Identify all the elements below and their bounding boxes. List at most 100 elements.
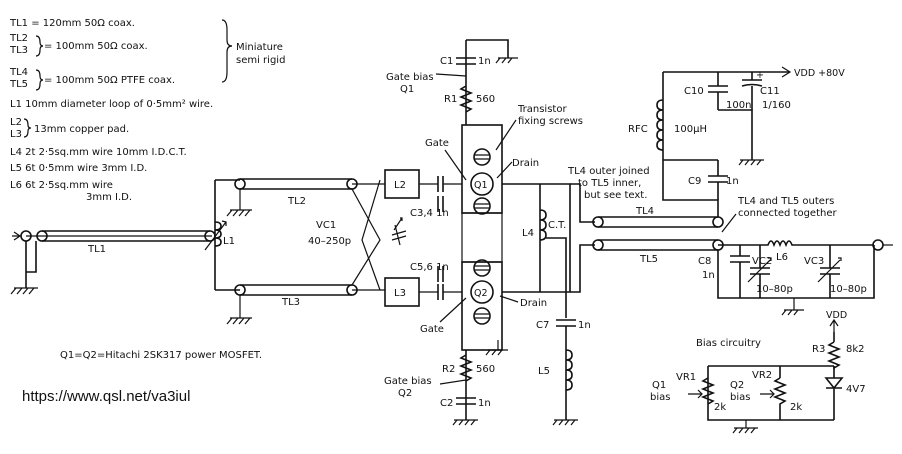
legend-tl3: TL3 bbox=[9, 45, 28, 56]
label-c1: C1 bbox=[440, 56, 453, 67]
drain-bus bbox=[502, 183, 571, 293]
label-vr1-bias: bias bbox=[650, 392, 670, 403]
label-c56: C5,6 1n bbox=[410, 262, 449, 273]
ground-symbol-tl2 bbox=[226, 209, 252, 217]
label-fixing-2: fixing screws bbox=[518, 116, 583, 127]
legend-tl1: TL1 = 120mm 50Ω coax. bbox=[9, 18, 135, 29]
label-q1: Q1 bbox=[474, 180, 488, 191]
legend-mini-2: semi rigid bbox=[236, 55, 285, 66]
gate-bias-q2: R2 560 C2 1n Gate bias Q2 bbox=[384, 340, 508, 426]
vdd-arrow bbox=[781, 66, 792, 78]
label-c2-value: 1n bbox=[478, 398, 491, 409]
tl3-line: TL3 bbox=[226, 284, 385, 325]
label-vdd-bias: VDD bbox=[826, 310, 847, 321]
q1-screw-bottom-slot bbox=[474, 203, 490, 209]
ground-symbol-l5 bbox=[552, 419, 578, 426]
drain-network: L4 C.T. C7 1n L5 bbox=[502, 183, 591, 426]
label-tl4: TL4 bbox=[635, 206, 654, 217]
label-gate-bias-q2: Gate bias bbox=[384, 376, 432, 387]
label-tl4-note-2: to TL5 inner, bbox=[578, 178, 641, 189]
bias-circuitry: Bias circuitry VDD R3 8k2 4V7 VR1 Q1 bia… bbox=[650, 310, 866, 434]
label-tl2: TL2 bbox=[287, 196, 306, 207]
input-caps: C3,4 1n C5,6 1n bbox=[410, 176, 462, 300]
label-vr2-bias: bias bbox=[730, 392, 750, 403]
vc1-capacitor: VC1 40–250p bbox=[308, 179, 407, 291]
vr2-symbol bbox=[772, 366, 788, 420]
bias-bottom-rail bbox=[707, 366, 834, 421]
ground-symbol-c11 bbox=[738, 159, 764, 166]
label-outers-2: connected together bbox=[738, 208, 837, 219]
legend-l2: L2 bbox=[10, 117, 22, 128]
drain-q2-pointer bbox=[499, 295, 519, 303]
label-c9: C9 bbox=[688, 176, 701, 187]
brace-miniature bbox=[221, 19, 233, 83]
c4-symbol bbox=[437, 196, 444, 212]
tl2-line: TL2 bbox=[226, 178, 385, 217]
label-vr1: VR1 bbox=[676, 372, 696, 383]
l5-coil bbox=[565, 349, 573, 391]
brace-l23 bbox=[23, 118, 32, 138]
q2-body bbox=[470, 280, 494, 304]
label-c11: C11 bbox=[760, 86, 780, 97]
label-l6: L6 bbox=[776, 252, 788, 263]
legend-l6a: L6 6t 2·5sq.mm wire bbox=[10, 180, 113, 191]
drain-q1-pointer bbox=[496, 161, 513, 179]
legend-tl45-desc: = 100mm 50Ω PTFE coax. bbox=[44, 75, 175, 86]
label-tl5: TL5 bbox=[639, 254, 658, 265]
gate-q1-pointer bbox=[444, 149, 467, 181]
c6-symbol bbox=[437, 266, 444, 282]
legend-tl23-desc: = 100mm 50Ω coax. bbox=[44, 41, 148, 52]
source-url: https://www.qsl.net/va3iul bbox=[22, 388, 190, 405]
l6-coil bbox=[760, 240, 820, 248]
label-c7-value: 1n bbox=[578, 320, 591, 331]
vc2-symbol bbox=[750, 245, 770, 298]
label-c1-value: 1n bbox=[478, 56, 491, 67]
ground-symbol-bias bbox=[732, 420, 758, 434]
ground-symbol-output bbox=[781, 298, 804, 316]
crossover-wire-b bbox=[361, 179, 381, 291]
label-gate-q2: Gate bbox=[420, 324, 444, 335]
gate-bias-q1: C1 1n R1 560 Gate bias Q1 bbox=[386, 39, 518, 125]
vc2-arrow bbox=[747, 257, 772, 283]
q1-flange bbox=[461, 124, 503, 214]
output-balun: TL4 TL5 TL4 outer joined to TL5 inner, b… bbox=[567, 166, 837, 293]
label-drain-q2: Drain bbox=[520, 298, 547, 309]
label-vc2: VC2 bbox=[752, 256, 772, 267]
label-vr1-q: Q1 bbox=[652, 380, 666, 391]
transistor-frame: Q1 Q2 Gate Drain Gate Drain Transistor f… bbox=[420, 104, 583, 351]
legend-tl5: TL5 bbox=[9, 79, 28, 90]
label-l5: L5 bbox=[538, 366, 550, 377]
q1-body bbox=[470, 172, 494, 196]
c7-symbol bbox=[556, 319, 576, 327]
vr1-wiper bbox=[688, 389, 703, 399]
q2-screw-top-slot bbox=[474, 265, 490, 271]
ground-symbol-input bbox=[10, 287, 38, 295]
label-vc2-value: 10–80p bbox=[756, 284, 793, 295]
vc3-arrow bbox=[817, 257, 842, 283]
label-outers-1: TL4 and TL5 outers bbox=[737, 196, 834, 207]
label-drain-q1: Drain bbox=[512, 158, 539, 169]
label-r2-value: 560 bbox=[476, 364, 495, 375]
q2-screw-top bbox=[473, 259, 491, 277]
label-r3: R3 bbox=[812, 344, 825, 355]
vdd-bias-arrow bbox=[829, 318, 839, 332]
rfc-wire bbox=[662, 72, 719, 217]
label-ct: C.T. bbox=[548, 220, 566, 231]
label-c11-value: 1/160 bbox=[762, 100, 791, 111]
label-vc3-value: 10–80p bbox=[830, 284, 867, 295]
outers-pointer bbox=[721, 213, 737, 233]
label-vr2-value: 2k bbox=[790, 402, 802, 413]
vc1-symbol bbox=[391, 217, 407, 246]
c1-gnd-lead bbox=[466, 39, 509, 58]
transistor-note: Q1=Q2=Hitachi 2SK317 power MOSFET. bbox=[60, 350, 262, 361]
label-rfc: RFC bbox=[628, 124, 648, 135]
zener-symbol bbox=[824, 366, 844, 420]
label-r1-value: 560 bbox=[476, 94, 495, 105]
label-vr2: VR2 bbox=[752, 370, 772, 381]
q2-screw-bottom bbox=[473, 307, 491, 325]
q1-screw-top bbox=[473, 148, 491, 166]
output-network: C8 1n VC2 10–80p L6 VC3 10–80p bbox=[698, 239, 893, 316]
l1-coil bbox=[214, 221, 222, 247]
label-c10: C10 bbox=[684, 86, 704, 97]
